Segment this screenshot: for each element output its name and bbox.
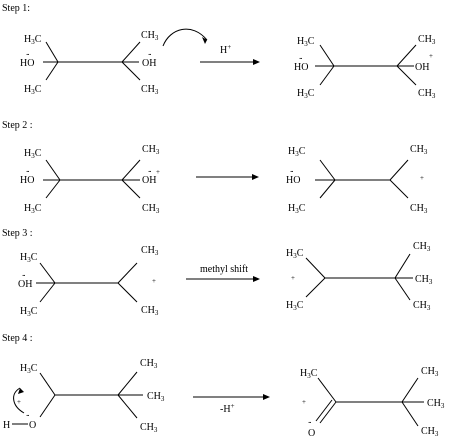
methyl-label: H3C [286, 300, 304, 312]
step-1-product: H3C .. HO H3C CH3 + OH CH3 [294, 34, 436, 100]
hydroxyl-label: HO [20, 58, 34, 69]
reagent-label: H+ [220, 43, 231, 56]
methyl-label: CH3 [141, 245, 159, 257]
lone-pair: .. [308, 415, 311, 425]
methyl-label: CH3 [410, 144, 428, 156]
step-2-label: Step 2 : [2, 120, 33, 131]
lone-pair: .. [299, 51, 302, 61]
carbocation-charge: + [420, 174, 424, 182]
step-3-reactant: H3C .. OH H3C CH3 + CH3 [18, 245, 159, 318]
step-1-label: Step 1: [2, 3, 30, 14]
reaction-arrow-head [263, 394, 270, 400]
methyl-label: CH3 [141, 305, 159, 317]
hydroxyl-label: OH [18, 279, 32, 290]
lone-pair: .. [26, 164, 29, 174]
methyl-shift-label: methyl shift [200, 264, 248, 275]
hydroxyl-label: OH [142, 58, 156, 69]
methyl-label: H3C [24, 203, 42, 215]
lone-pair: .. [22, 268, 25, 278]
hydroxyl-label: HO [286, 175, 300, 186]
curved-arrow-head [202, 37, 207, 44]
methyl-label: CH3 [142, 144, 160, 156]
methyl-label: CH3 [141, 84, 159, 96]
hydroxyl-label: OH [142, 175, 156, 186]
methyl-label: H3C [297, 36, 315, 48]
methyl-label: CH3 [415, 274, 433, 286]
step-3-product: H3C + H3C CH3 CH3 CH3 [286, 241, 433, 312]
methyl-label: H3C [288, 203, 306, 215]
curved-arrow [162, 28, 208, 47]
step-4-reactant: H3C + .. H O CH3 CH3 CH3 [3, 358, 165, 434]
methyl-label: CH3 [418, 34, 436, 46]
methyl-label: CH3 [147, 391, 165, 403]
step-4-label: Step 4 : [2, 333, 33, 344]
methyl-label: H3C [288, 146, 306, 158]
reaction-arrow-head [253, 59, 260, 65]
carbocation-charge: + [152, 277, 156, 285]
hydroxyl-label: HO [294, 62, 308, 73]
positive-charge: + [17, 398, 21, 406]
methyl-label: CH3 [418, 88, 436, 100]
oxygen-label: O [29, 420, 36, 431]
hydroxyl-label: HO [20, 175, 34, 186]
reaction-arrow-head [252, 174, 259, 180]
methyl-label: CH3 [427, 398, 445, 410]
methyl-label: CH3 [421, 426, 439, 438]
positive-charge: + [429, 52, 433, 60]
methyl-label: H3C [286, 248, 304, 260]
hydrogen-label: H [3, 420, 10, 431]
deprotonation-label: -H+ [220, 402, 235, 415]
methyl-label: CH3 [410, 203, 428, 215]
lone-pair: .. [26, 408, 29, 418]
methyl-label: CH3 [141, 30, 159, 42]
methyl-label: H3C [297, 88, 315, 100]
methyl-label: CH3 [413, 241, 431, 253]
methyl-label: CH3 [421, 366, 439, 378]
carbocation-charge: + [291, 274, 295, 282]
reaction-arrow-head [253, 276, 260, 282]
methyl-label: CH3 [140, 422, 158, 434]
methyl-label: H3C [300, 368, 318, 380]
methyl-label: H3C [24, 34, 42, 46]
methyl-label: H3C [20, 363, 38, 375]
positive-charge: + [156, 168, 160, 176]
lone-pair: .. [26, 47, 29, 57]
positive-charge: + [302, 398, 306, 406]
step-3-label: Step 3 : [2, 228, 33, 239]
hydroxyl-label: OH [415, 62, 429, 73]
methyl-label: H3C [20, 306, 38, 318]
step-2-product: H3C .. HO H3C CH3 + CH3 [286, 144, 428, 215]
carbonyl-oxygen-label: O [308, 428, 315, 439]
step-1-reactant: H3C .. HO H3C CH3 .. OH CH3 [20, 30, 159, 96]
step-4-product: H3C + .. O CH3 CH3 CH3 [300, 366, 445, 439]
methyl-label: H3C [24, 148, 42, 160]
methyl-label: H3C [20, 252, 38, 264]
methyl-label: CH3 [413, 300, 431, 312]
lone-pair: .. [148, 47, 151, 57]
methyl-label: CH3 [142, 203, 160, 215]
methyl-label: H3C [24, 84, 42, 96]
step-2-reactant: H3C .. HO H3C CH3 .. + OH CH3 [20, 144, 160, 215]
lone-pair: .. [290, 164, 293, 174]
lone-pair: .. [148, 164, 151, 174]
methyl-label: CH3 [140, 358, 158, 370]
